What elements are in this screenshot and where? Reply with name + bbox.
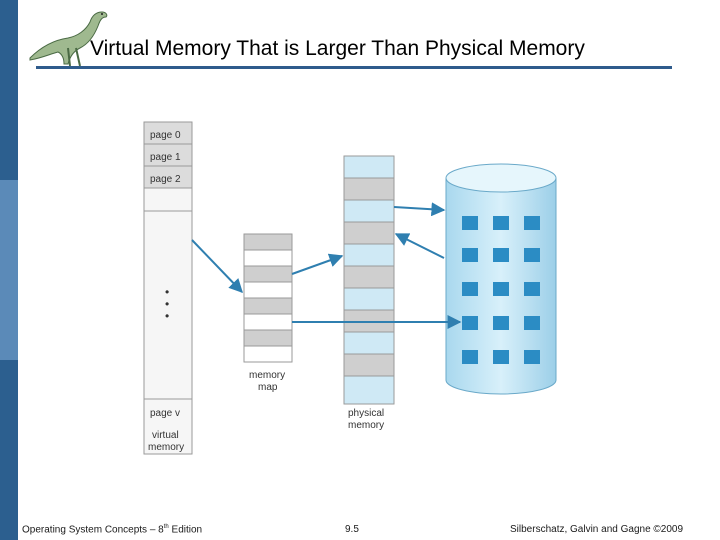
slide-title: Virtual Memory That is Larger Than Physi…: [90, 37, 585, 60]
footer-book-title: Operating System Concepts – 8th Edition: [22, 524, 203, 536]
page-2-label: page 2: [150, 174, 181, 185]
virtual-memory-diagram: page 0 page 1 page 2 • • • page v virtua…: [143, 121, 557, 455]
title-underline: [36, 66, 672, 69]
arrow-vm-to-map: [191, 239, 243, 294]
virtual-memory-column: page 0 page 1 page 2 • • • page v virtua…: [143, 121, 193, 455]
memory-map-label-line1: memory: [249, 370, 285, 381]
arrow-map-to-phys: [291, 253, 344, 275]
physical-memory-label-line1: physical: [348, 408, 384, 419]
page-v-label: page v: [150, 408, 180, 419]
disk-cylinder-icon: [445, 163, 557, 395]
page-1-label: page 1: [150, 152, 181, 163]
virtual-memory-label-line1: virtual: [152, 430, 179, 441]
sidebar-decoration: [0, 0, 18, 540]
mapping-arrows: [191, 202, 462, 329]
virtual-memory-label-line2: memory: [148, 442, 184, 453]
arrow-phys-to-disk-1: [393, 202, 446, 217]
footer-page-number: 9.5: [345, 524, 359, 535]
ellipsis-dot: •: [165, 297, 169, 311]
memory-map-column: memory map: [243, 233, 293, 393]
physical-memory-label-line2: memory: [348, 420, 384, 431]
ellipsis-dot: •: [165, 309, 169, 323]
memory-map-label-line2: map: [258, 382, 278, 393]
arrow-disk-to-phys: [394, 233, 445, 259]
page-2-cell: [143, 165, 193, 189]
dinosaur-logo-icon: [29, 11, 108, 67]
footer-copyright: Silberschatz, Galvin and Gagne ©2009: [510, 524, 684, 535]
physical-memory-column: physical memory: [343, 155, 395, 431]
ellipsis-dot: •: [165, 285, 169, 299]
page-0-label: page 0: [150, 130, 181, 141]
